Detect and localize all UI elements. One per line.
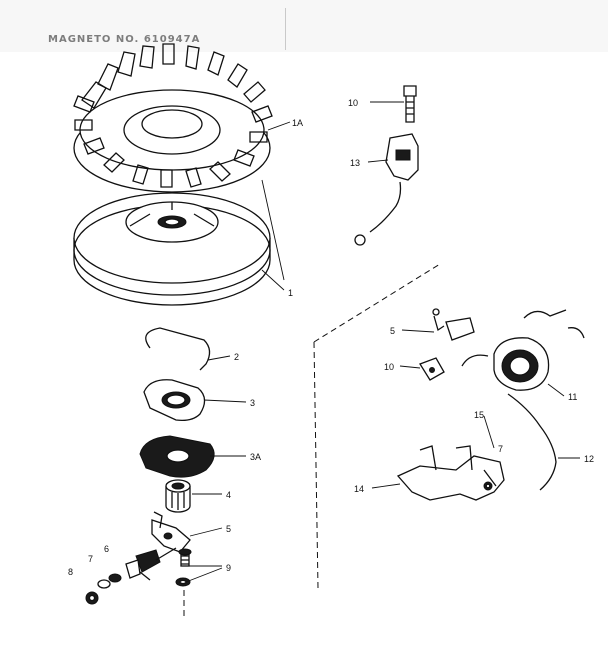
callout-7-right: 7 [498,444,503,454]
alignment-line-top [313,263,441,343]
insulator-part [143,379,206,422]
callout-3a: 3A [250,452,261,462]
terminal-clip-part [432,308,475,341]
spark-plug-boot-part [354,133,419,246]
callout-1a: 1A [292,118,303,128]
callout-1: 1 [288,288,293,298]
callout-5: 5 [226,524,231,534]
callout-7: 7 [88,554,93,564]
diagram-title: MAGNETO NO. 610947A [48,34,200,45]
washer-part [175,577,191,587]
callout-14: 14 [354,484,364,494]
header-noise [0,0,608,52]
flywheel-part [73,192,271,306]
breaker-arm-part [151,511,191,553]
gasket-part [139,435,215,478]
screw-part [178,548,192,567]
callout-6: 6 [104,544,109,554]
nut-part [85,591,99,605]
callout-5-right: 5 [390,326,395,336]
callout-4: 4 [226,490,231,500]
retainer-clip-part [523,309,585,339]
callout-15: 15 [474,410,484,420]
callout-2: 2 [234,352,239,362]
callout-11: 11 [568,392,577,402]
ignition-coil-part [461,337,550,391]
callout-10-top: 10 [348,98,358,108]
alignment-line-left [183,341,319,620]
callout-8: 8 [68,567,73,577]
callout-9: 9 [226,563,231,573]
coil-bracket-part [396,445,505,501]
contact-point-part [125,547,177,581]
terminal-screw-part [403,85,417,123]
flywheel-fan-part [73,43,273,193]
coil-lead-wire-part [507,393,557,491]
lock-washer-part [97,573,122,589]
callout-10-right: 10 [384,362,394,372]
callout-3: 3 [250,398,255,408]
leader-lines [185,101,580,583]
callout-12: 12 [584,454,594,464]
bushing-part [165,479,191,513]
callout-13: 13 [350,158,360,168]
spring-clip-part [145,327,211,371]
ground-plate-part [419,357,445,381]
